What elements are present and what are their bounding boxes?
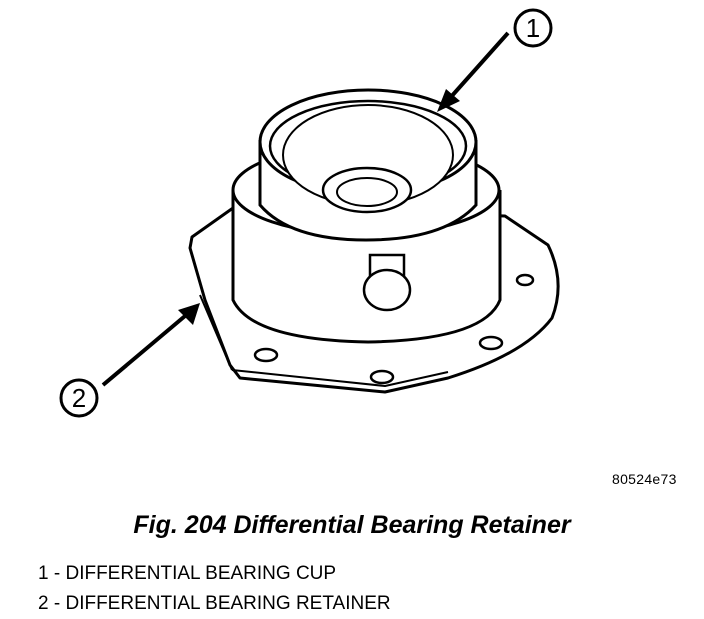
figure-code: 80524e73 — [612, 471, 677, 487]
legend-label: DIFFERENTIAL BEARING RETAINER — [65, 593, 391, 614]
figure-caption: Fig. 204 Differential Bearing Retainer — [133, 511, 571, 539]
legend-number: 2 — [38, 593, 49, 614]
callout-number-2: 2 — [72, 383, 86, 413]
flange-bolt-holes — [253, 273, 535, 385]
legend-label: DIFFERENTIAL BEARING CUP — [65, 563, 337, 584]
legend-item: 1 - DIFFERENTIAL BEARING CUP — [38, 559, 391, 589]
legend-separator: - — [48, 563, 66, 584]
bearing-retainer-illustration: 1 2 — [59, 8, 560, 418]
legend-separator: - — [48, 593, 66, 614]
callout-badge-2: 2 — [59, 378, 99, 418]
callout-badge-1: 1 — [513, 8, 553, 48]
callout-number-1: 1 — [526, 13, 540, 43]
retainer-boss — [362, 253, 412, 312]
callout-legend: 1 - DIFFERENTIAL BEARING CUP 2 - DIFFERE… — [38, 559, 391, 619]
callout-arrow-2 — [101, 303, 200, 387]
legend-item: 2 - DIFFERENTIAL BEARING RETAINER — [38, 589, 391, 619]
callout-arrow-1 — [437, 31, 510, 112]
legend-number: 1 — [38, 563, 49, 584]
bearing-cup-collar — [258, 88, 478, 242]
